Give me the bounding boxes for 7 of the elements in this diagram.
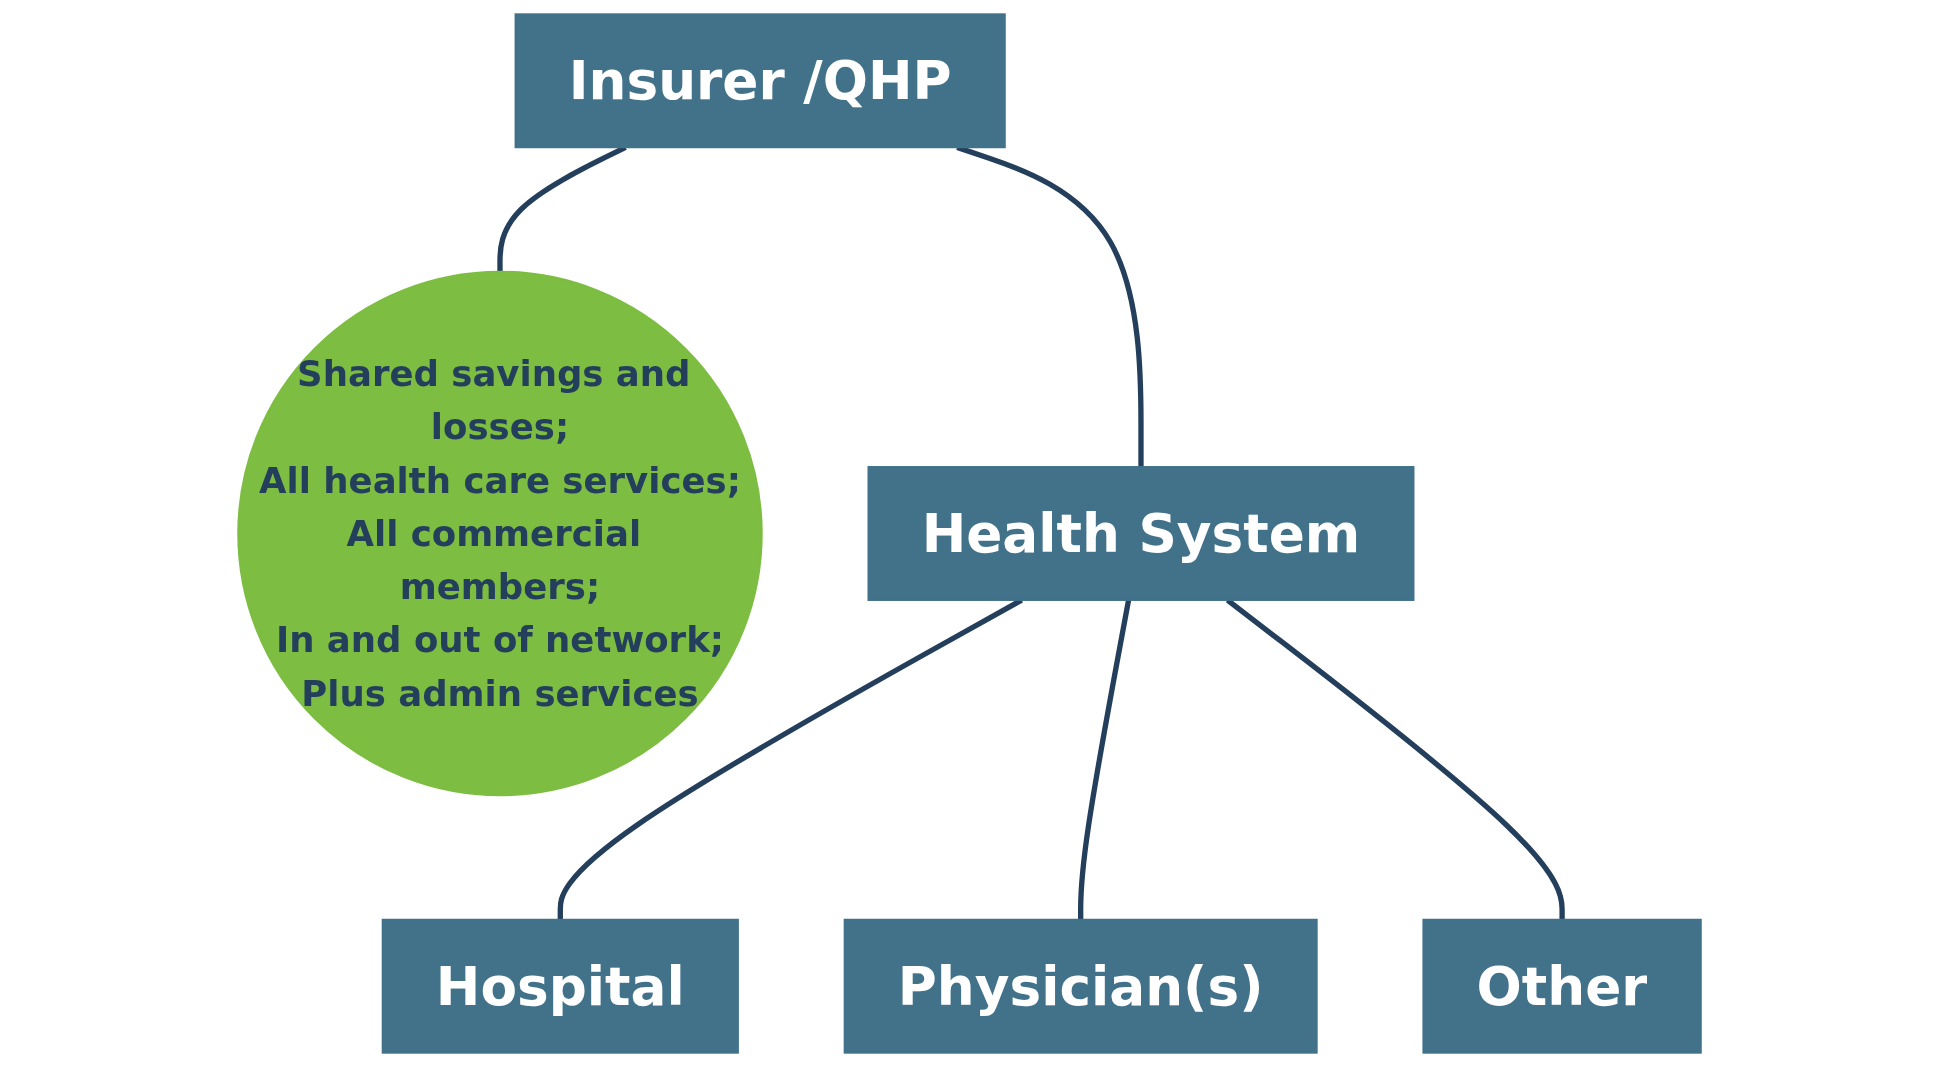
node-box: Hospital	[381, 918, 739, 1054]
connector	[1078, 599, 1132, 920]
node-box: Other	[1422, 918, 1702, 1054]
node-box: Physician(s)	[843, 918, 1318, 1054]
node-box: Insurer /QHP	[514, 13, 1006, 149]
node-circle: Shared savings and losses; All health care services; All commercial members; In and out of network; Plus admin services	[237, 270, 763, 797]
node-box: Health System	[867, 466, 1415, 601]
